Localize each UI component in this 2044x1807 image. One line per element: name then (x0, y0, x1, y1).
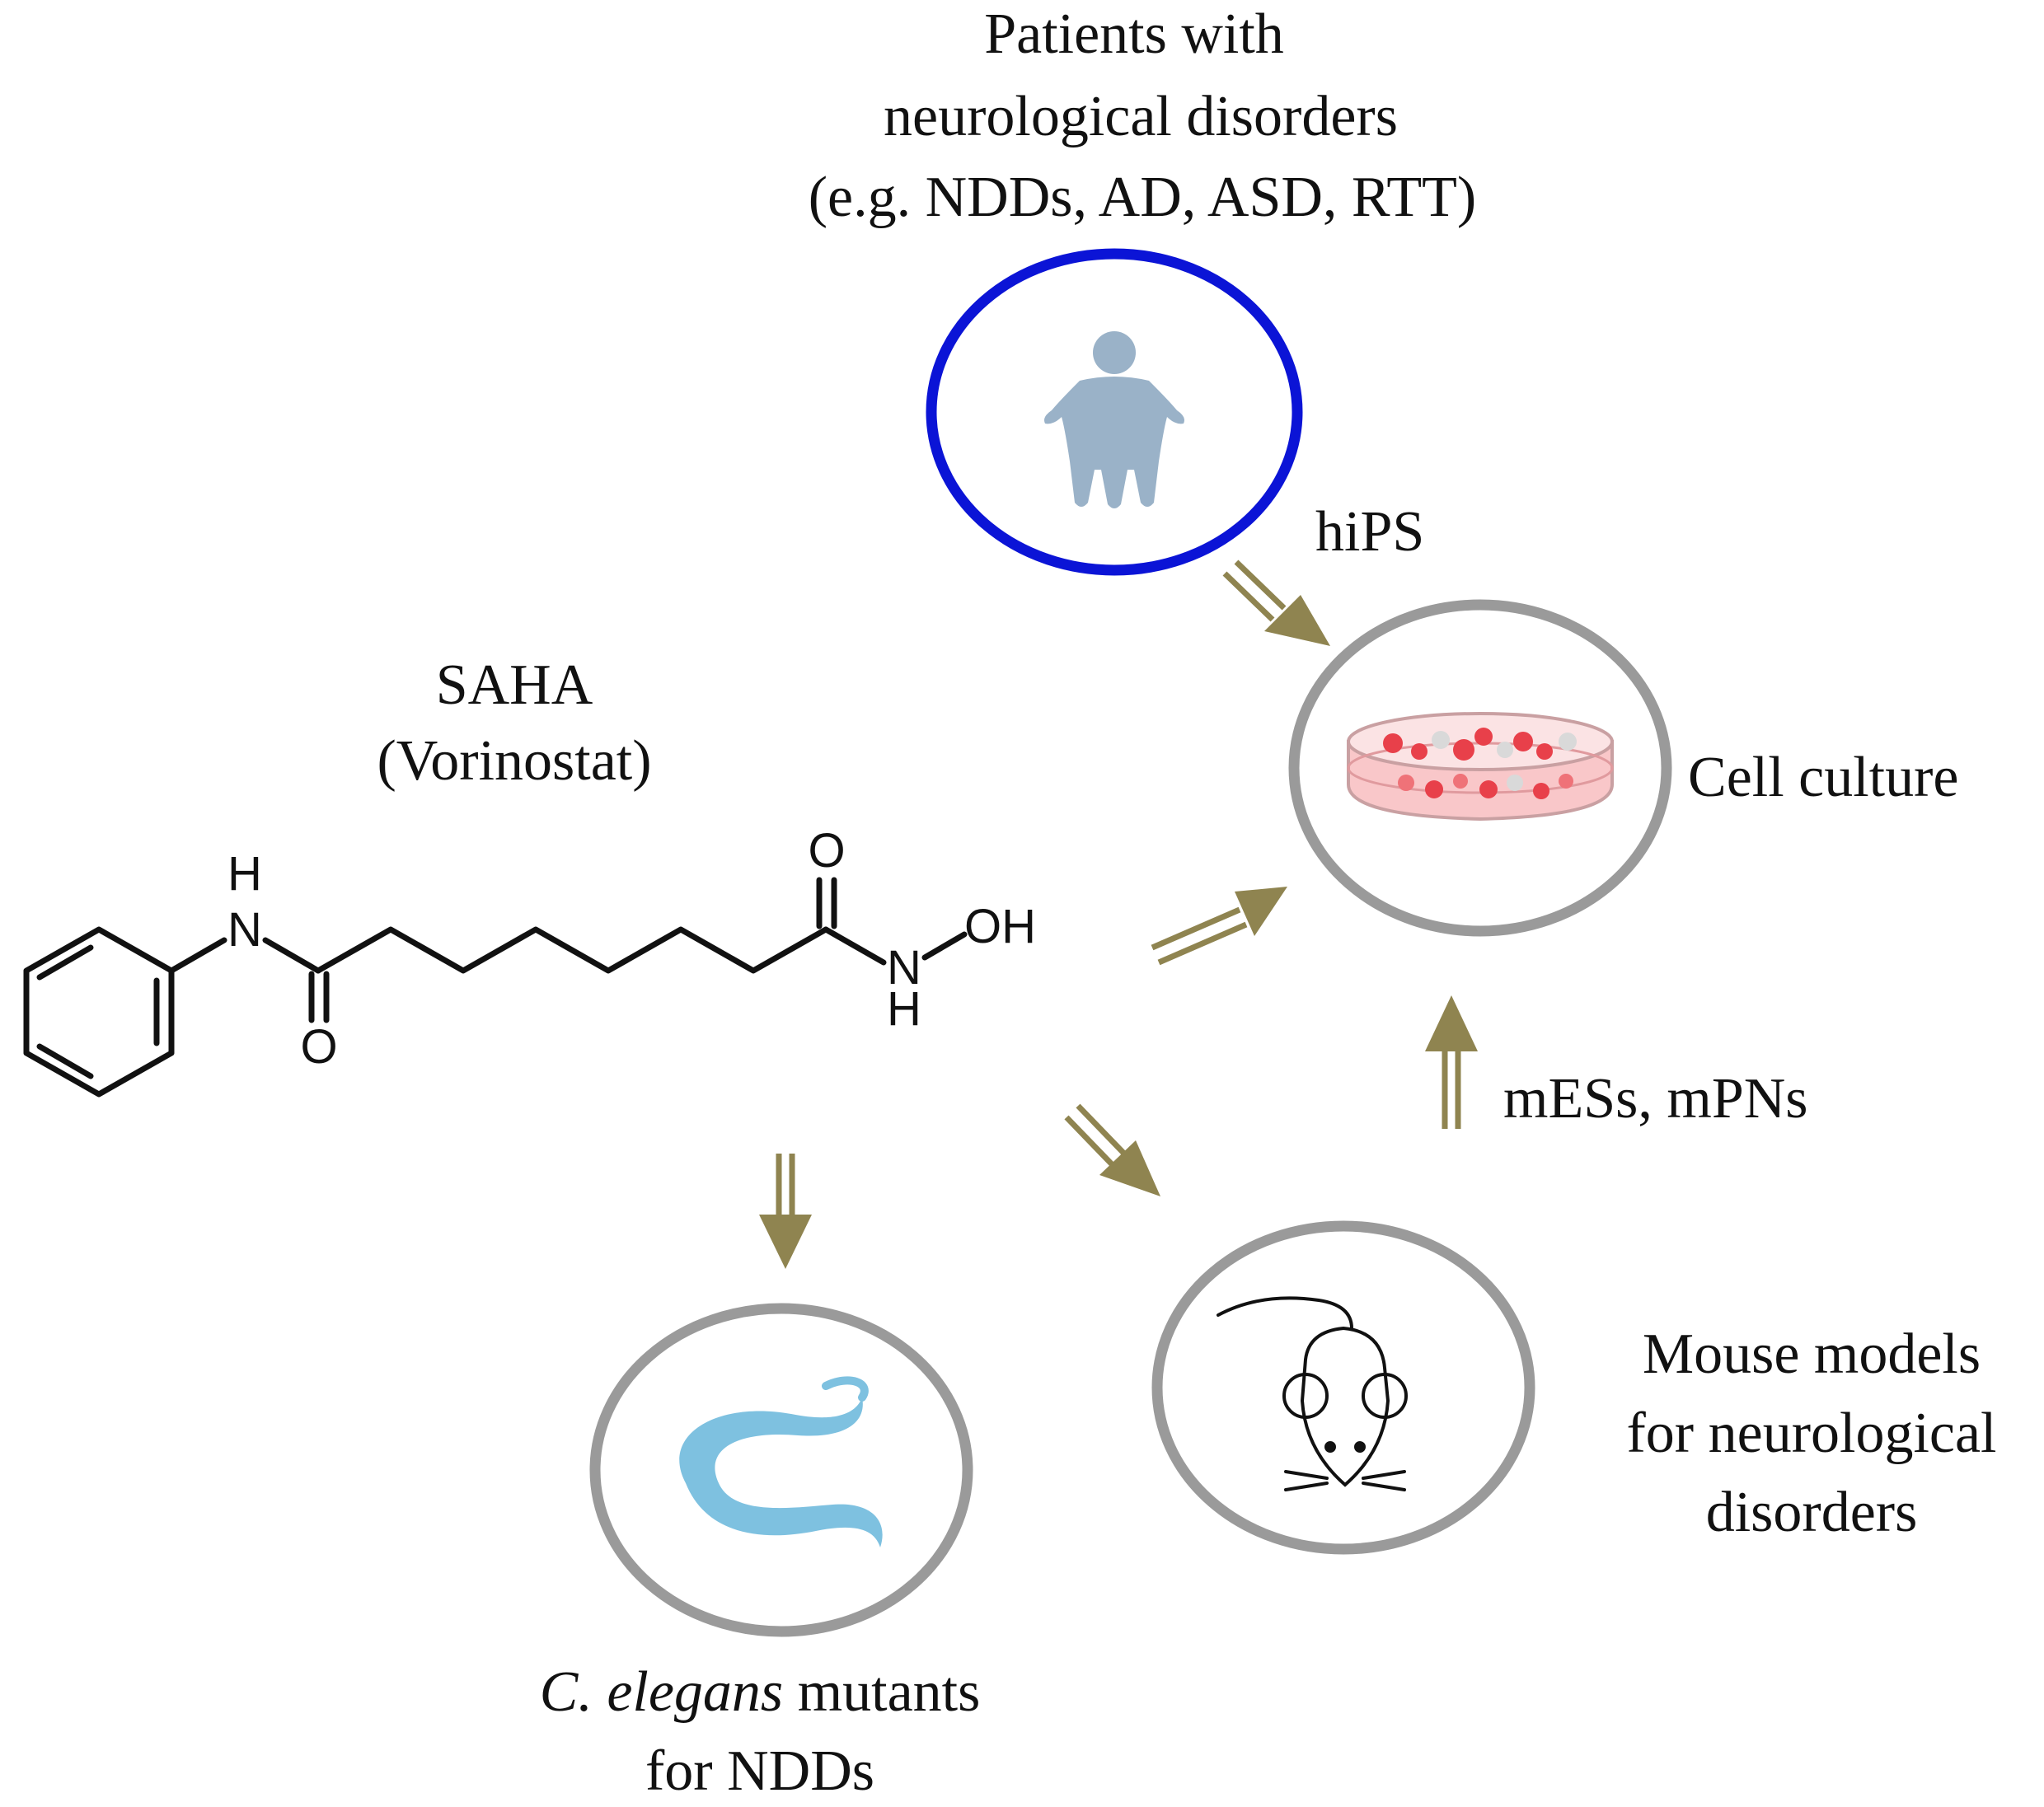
atom-n1: N (227, 903, 262, 957)
patients-label: Patients with neurological disorders (e.… (809, 2, 1477, 229)
benzene-ring (23, 926, 175, 1098)
celegans-node-ring (589, 1303, 973, 1637)
saha-label-line1: SAHA (436, 653, 593, 717)
atom-n1-h: H (227, 847, 262, 901)
patients-label-line3: (e.g. NDDs, AD, ASD, RTT) (809, 166, 1477, 229)
celegans-italic: C. elegans (540, 1660, 784, 1724)
mouse-label-line1: Mouse models (1643, 1322, 1981, 1386)
mes-mpns-label: mESs, mPNs (1503, 1067, 1808, 1131)
cell-cluster (1383, 728, 1577, 799)
atom-oh: OH (964, 900, 1036, 953)
mouse-node-ring (1151, 1220, 1535, 1555)
patients-label-line2: neurological disorders (884, 85, 1398, 148)
celegans-label-line1: C. elegans mutants (540, 1660, 981, 1724)
cell-culture-node-ring (1288, 599, 1672, 937)
arrow-saha-to-culture (1151, 887, 1287, 966)
arrow-saha-to-celegans (759, 1154, 812, 1269)
arrow-patient-to-culture (1222, 559, 1330, 646)
mouse-label-line3: disorders (1706, 1481, 1918, 1544)
petri-dish-icon (1347, 712, 1614, 822)
mouse-label-line2: for neurological (1627, 1402, 1997, 1465)
atom-n2-h: H (887, 982, 921, 1036)
arrow-mouse-to-culture (1425, 995, 1478, 1129)
mouse-label: Mouse models for neurological disorders (1627, 1322, 1997, 1544)
hips-label: hiPS (1315, 500, 1424, 564)
cell-culture-label: Cell culture (1688, 746, 1959, 809)
patients-label-line1: Patients with (984, 2, 1284, 66)
atom-o2: O (808, 824, 845, 878)
mouse-icon (1217, 1296, 1408, 1491)
person-icon (1044, 331, 1184, 508)
celegans-label-line2: for NDDs (645, 1739, 874, 1803)
arrow-saha-to-mouse (1064, 1103, 1160, 1196)
celegans-rest: mutants (783, 1660, 980, 1724)
saha-molecule: H N O O N H OH (23, 824, 1036, 1098)
saha-label-line2: (Vorinostat) (377, 729, 651, 793)
patient-node-ring (926, 248, 1303, 576)
atom-o1: O (300, 1020, 337, 1074)
worm-icon (679, 1376, 883, 1547)
atom-n2: N (887, 941, 921, 995)
